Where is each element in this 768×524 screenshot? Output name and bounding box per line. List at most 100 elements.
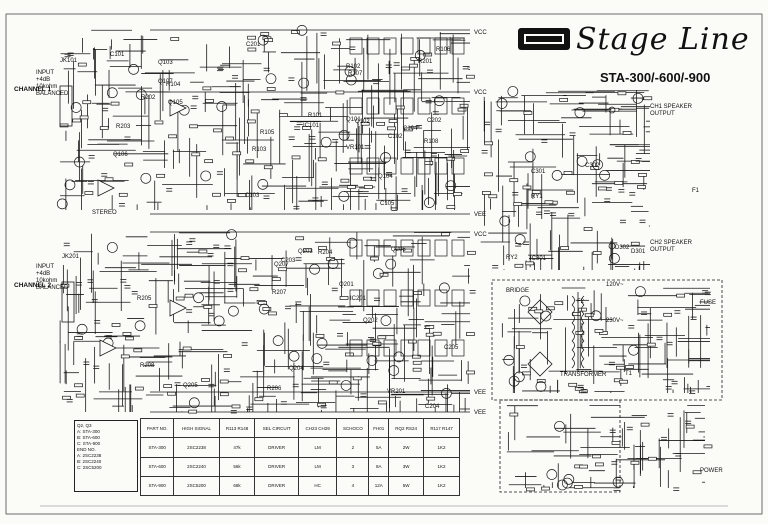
- resistor-symbol: [328, 380, 338, 385]
- resistor-symbol: [263, 165, 273, 170]
- output-transistor: [417, 289, 431, 307]
- table-cell: 12A: [368, 475, 390, 497]
- output-transistor: [451, 239, 465, 257]
- resistor-symbol: [579, 464, 589, 469]
- resistor-symbol: [509, 178, 519, 183]
- transistor-symbol: [372, 268, 384, 279]
- rail-label: VEE: [474, 390, 487, 396]
- resistor-symbol: [317, 157, 327, 162]
- psu-label: FUSE: [700, 300, 717, 306]
- resistor-symbol: [640, 422, 650, 427]
- output-transistor: [400, 289, 414, 307]
- transistor-symbol: [385, 258, 397, 270]
- table-cell: 68k: [218, 475, 256, 497]
- table-cell: LM: [297, 437, 338, 458]
- transistor-symbol: [628, 344, 639, 356]
- resistor-symbol: [271, 277, 281, 281]
- channel-1-label: CHANNEL 1: [14, 86, 52, 93]
- table-cell: 2SC2238: [173, 437, 220, 458]
- output-transistor: [383, 339, 397, 357]
- component-designator: R207: [272, 290, 287, 296]
- resistor-symbol: [340, 178, 350, 183]
- resistor-symbol: [59, 123, 69, 128]
- transformer-winding: [571, 340, 575, 351]
- stereo-switch-label: STEREO: [92, 210, 117, 216]
- transistor-symbol: [56, 198, 68, 210]
- resistor-symbol: [467, 250, 476, 255]
- transistor-symbol: [551, 170, 563, 181]
- table-cell: STA-900: [139, 475, 175, 497]
- transistor-symbol: [557, 479, 568, 491]
- transformer-winding: [571, 313, 575, 324]
- resistor-symbol: [531, 190, 541, 194]
- transistor-symbol: [380, 315, 392, 326]
- rail-label: VEE: [474, 212, 487, 218]
- resistor-symbol: [514, 263, 524, 268]
- resistor-symbol: [513, 202, 523, 206]
- resistor-symbol: [154, 120, 164, 125]
- resistor-symbol: [574, 386, 584, 391]
- resistor-symbol: [630, 160, 640, 164]
- output-transistor: [417, 97, 431, 115]
- output-transistor: [366, 339, 380, 357]
- notes-line: END NO.: [77, 447, 96, 452]
- component-designator: F2: [577, 299, 585, 305]
- transistor-symbol: [507, 86, 519, 97]
- resistor-symbol: [370, 256, 379, 261]
- table-header: R113 R148: [218, 417, 256, 439]
- component-designator: R108: [424, 139, 439, 145]
- notes-line: C: STA-900: [77, 441, 101, 446]
- speaker-terminal: [608, 106, 616, 114]
- resistor-symbol: [74, 383, 83, 388]
- resistor-symbol: [82, 100, 92, 105]
- output-transistor: [383, 157, 397, 175]
- component-designator: F1: [692, 188, 700, 194]
- output-transistor: [434, 97, 448, 115]
- transformer-winding: [581, 340, 585, 351]
- transistor-symbol: [64, 179, 76, 191]
- output-transistor: [417, 339, 431, 357]
- resistor-symbol: [170, 37, 180, 41]
- output-transistor: [383, 37, 397, 55]
- transistor-symbol: [514, 234, 526, 245]
- resistor-symbol: [60, 283, 70, 288]
- component-designator: R208: [140, 363, 155, 369]
- transistor-symbol: [433, 95, 445, 107]
- resistor-symbol: [295, 236, 305, 241]
- component-designator: R103: [252, 147, 267, 153]
- transistor-symbol: [296, 24, 308, 36]
- resistor-symbol: [237, 193, 247, 198]
- resistor-symbol: [99, 126, 109, 130]
- resistor-symbol: [583, 227, 593, 231]
- transformer-winding: [581, 358, 585, 369]
- resistor-symbol: [249, 287, 259, 292]
- transistor-symbol: [74, 156, 85, 168]
- transistor-symbol: [441, 387, 452, 399]
- transistor-symbol: [346, 237, 358, 249]
- resistor-symbol: [424, 161, 434, 165]
- rail-label: VCC: [474, 30, 487, 36]
- output-transistor: [451, 289, 465, 307]
- resistor-symbol: [219, 392, 229, 397]
- resistor-symbol: [432, 331, 442, 336]
- component-designator: C204: [425, 404, 440, 410]
- transformer-winding: [571, 322, 575, 333]
- component-designator: C105: [380, 201, 395, 207]
- transformer-winding: [581, 349, 585, 360]
- output-transistor: [434, 157, 448, 175]
- resistor-symbol: [515, 345, 525, 349]
- resistor-symbol: [345, 352, 354, 357]
- resistor-symbol: [240, 256, 250, 260]
- resistor-symbol: [575, 331, 585, 335]
- output-transistor: [400, 339, 414, 357]
- resistor-symbol: [122, 332, 132, 336]
- output-transistor: [366, 157, 380, 175]
- table-cell: DRIVER: [254, 456, 299, 477]
- output-transistor: [400, 37, 414, 55]
- resistor-symbol: [120, 354, 130, 359]
- resistor-symbol: [423, 52, 433, 57]
- transistor-symbol: [70, 102, 82, 113]
- transistor-symbol: [128, 64, 139, 75]
- resistor-symbol: [466, 74, 475, 79]
- resistor-symbol: [238, 268, 247, 273]
